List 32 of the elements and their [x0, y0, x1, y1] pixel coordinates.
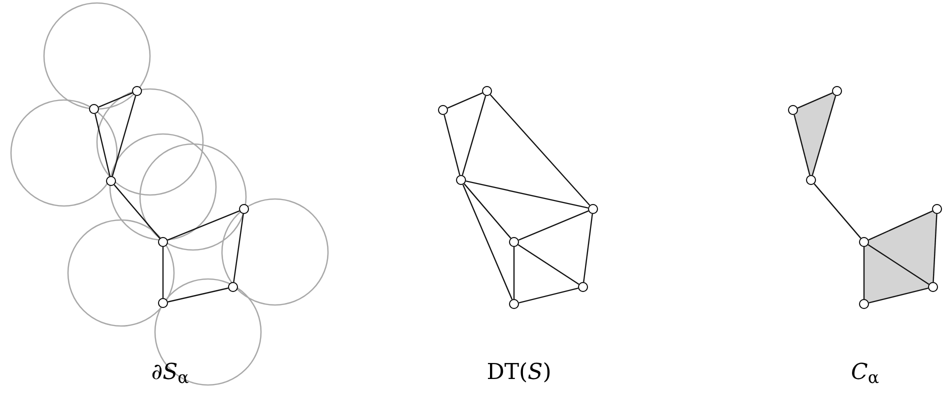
edge-line [464, 183, 512, 239]
edge-line [162, 247, 164, 298]
edge-line [518, 210, 589, 241]
edge-line [466, 180, 588, 209]
edge-line [233, 214, 244, 282]
edge-line [868, 288, 928, 304]
edge-line [812, 96, 836, 176]
edge-line [868, 244, 930, 285]
edge-line [518, 244, 580, 285]
edge-line [583, 214, 593, 282]
edge-line [94, 114, 110, 176]
edge-line [490, 94, 590, 206]
edge-line [794, 114, 810, 176]
edge-line [462, 96, 486, 176]
edge-line [112, 96, 136, 176]
edge-line [98, 92, 133, 108]
panel-label: ∂S$_{α}$ [151, 362, 189, 384]
edge-line [462, 184, 513, 300]
edge-line [444, 114, 460, 176]
edge-line [932, 214, 938, 282]
edge-line [868, 210, 933, 240]
edge-line [518, 288, 578, 304]
edge-line [513, 247, 515, 299]
edge-line [167, 210, 240, 241]
edge-line [114, 184, 160, 239]
panel-label: C$_{α}$ [851, 362, 879, 384]
edge-line [814, 183, 862, 239]
edge-line [168, 288, 228, 302]
panel-label: DT(S) [486, 362, 552, 384]
edge-line [447, 92, 483, 109]
edge-line [797, 92, 833, 109]
edge-line [863, 247, 865, 299]
